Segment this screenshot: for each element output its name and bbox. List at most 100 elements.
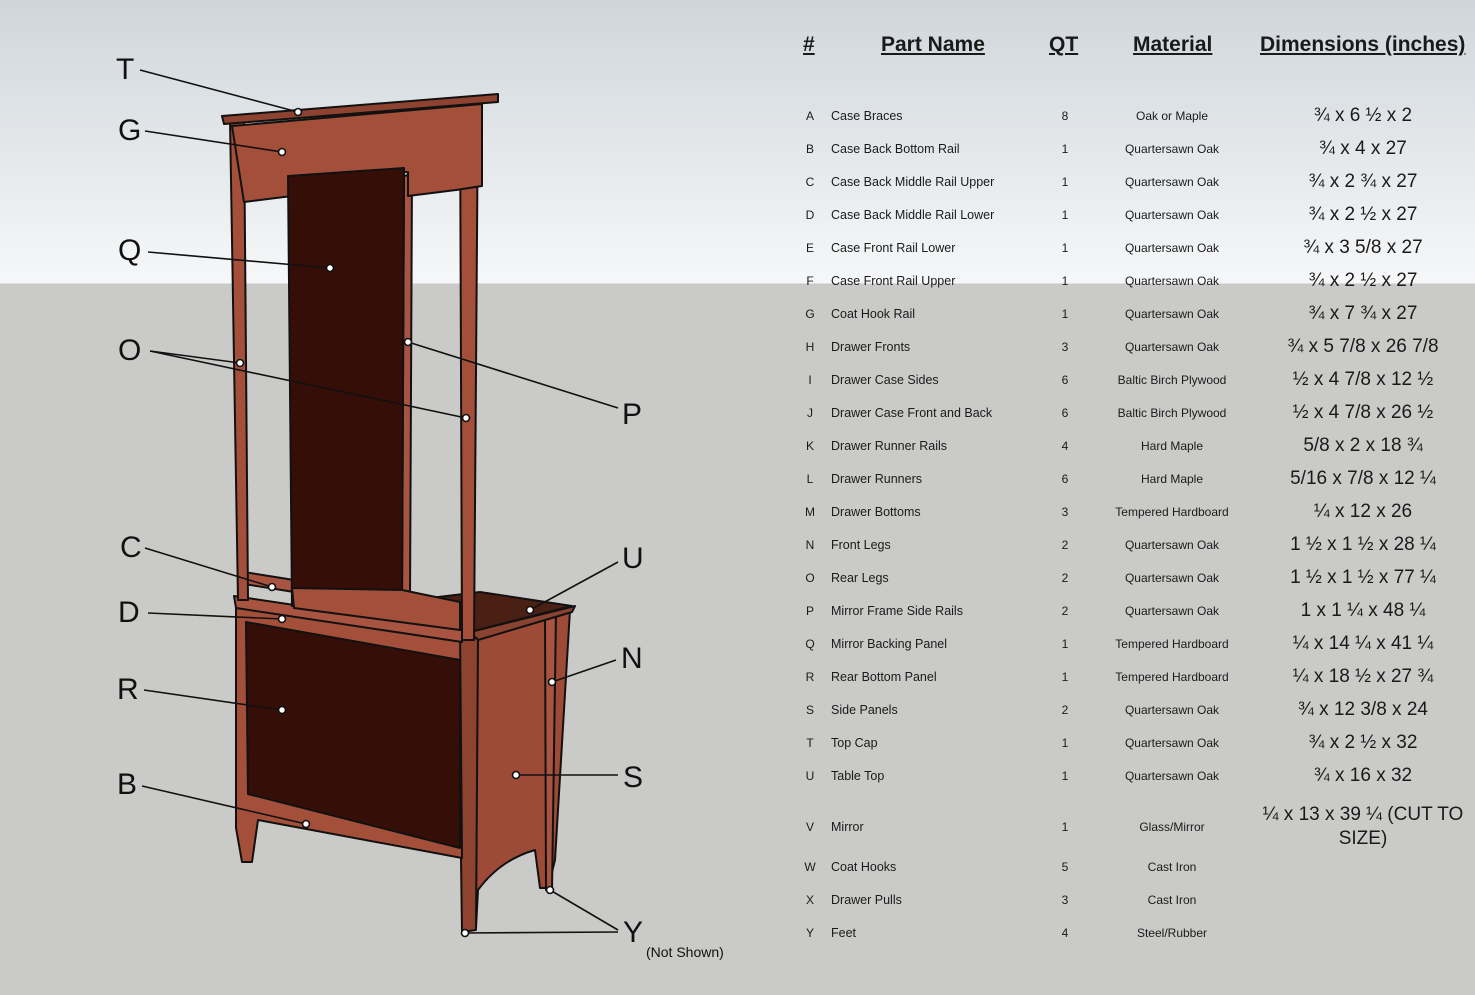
callout-b: B [117,768,138,801]
part-quantity: 1 [1061,142,1069,156]
part-id: Q [805,637,815,651]
part-name: Case Back Bottom Rail [831,142,960,156]
part-id: P [805,604,814,618]
part-dimensions: 1 ½ x 1 ½ x 77 ¼ [1290,567,1436,588]
part-material: Quartersawn Oak [1124,769,1220,783]
part-dimensions: ¾ x 2 ½ x 27 [1308,270,1418,291]
middle-rail [291,587,461,631]
part-id: A [805,109,814,123]
part-material: Quartersawn Oak [1124,307,1220,321]
part-material: Quartersawn Oak [1124,175,1220,189]
part-id: S [805,703,814,717]
hall-tree-drawing [221,93,576,933]
part-id: C [805,175,815,189]
callout-g: G [118,114,142,147]
part-name: Drawer Bottoms [831,505,921,519]
part-quantity: 1 [1061,769,1069,783]
part-name: Rear Legs [831,571,889,585]
part-material: Steel/Rubber [1136,926,1208,940]
part-name: Mirror Frame Side Rails [831,604,963,618]
hall-tree-diagram [139,69,619,938]
part-name: Case Front Rail Lower [831,241,956,255]
callout-n: N [621,642,643,675]
part-quantity: 3 [1061,893,1069,907]
part-material: Quartersawn Oak [1124,736,1220,750]
table-row: P Mirror Frame Side Rails 2 Quartersawn Oak… [0,596,1475,626]
callout-u: U [622,542,644,575]
part-quantity: 5 [1061,860,1069,874]
part-id: O [805,571,815,585]
part-quantity: 1 [1061,637,1069,651]
part-material: Tempered Hardboard [1115,670,1229,684]
part-id: L [806,472,814,486]
part-name: Drawer Case Sides [831,373,939,387]
part-material: Quartersawn Oak [1124,340,1220,354]
part-name: Drawer Pulls [831,893,902,907]
part-name: Feet [831,926,857,940]
part-dimensions: ¾ x 2 ½ x 27 [1308,204,1418,225]
part-quantity: 1 [1061,736,1069,750]
callout-s: S [623,761,644,794]
leader-lines [139,69,619,938]
part-id: I [808,373,812,387]
part-material: Quartersawn Oak [1124,604,1220,618]
part-dimensions: ¾ x 4 x 27 [1319,138,1407,159]
part-id: N [805,538,815,552]
part-quantity: 1 [1061,208,1069,222]
part-name: Side Panels [831,703,898,717]
part-dimensions: 5/16 x 7/8 x 12 ¼ [1290,468,1436,489]
part-material: Quartersawn Oak [1124,241,1220,255]
callout-y: Y [623,916,644,949]
part-material: Cast Iron [1147,860,1197,874]
part-material: Hard Maple [1140,472,1204,486]
part-id: B [805,142,814,156]
part-quantity: 1 [1061,820,1069,834]
part-id: H [805,340,815,354]
part-quantity: 3 [1061,505,1069,519]
part-name: Case Braces [831,109,903,123]
part-quantity: 1 [1061,274,1069,288]
part-material: Quartersawn Oak [1124,571,1220,585]
header-qt: QT [1049,33,1079,56]
callout-o: O [118,334,142,367]
part-name: Drawer Case Front and Back [831,406,993,420]
callout-c: C [120,531,142,564]
part-dimensions: 1 x 1 ¼ x 48 ¼ [1300,600,1426,621]
part-name: Table Top [831,769,885,783]
part-quantity: 6 [1061,373,1069,387]
callout-y-note: (Not Shown) [646,944,724,960]
part-name: Case Back Middle Rail Upper [831,175,995,189]
callout-p: P [622,398,643,431]
part-dimensions: ¼ x 13 x 39 ¼ (CUT TO SIZE) [1262,804,1464,849]
part-quantity: 1 [1061,175,1069,189]
callout-t: T [116,53,135,86]
part-dimensions: ¼ x 12 x 26 [1313,501,1413,522]
part-id: E [805,241,814,255]
part-quantity: 2 [1061,604,1069,618]
rear-bottom-panel [245,621,461,849]
part-material: Quartersawn Oak [1124,538,1220,552]
part-id: U [805,769,815,783]
part-quantity: 3 [1061,340,1069,354]
header-material: Material [1133,33,1213,56]
part-name: Coat Hook Rail [831,307,916,321]
part-id: W [804,860,816,874]
part-id: Y [805,926,814,940]
part-dimensions: ¼ x 18 ½ x 27 ¾ [1292,666,1434,687]
part-quantity: 6 [1061,406,1069,420]
part-dimensions: ¾ x 2 ½ x 32 [1308,732,1418,753]
part-dimensions: 1 ½ x 1 ½ x 28 ¼ [1290,534,1436,555]
